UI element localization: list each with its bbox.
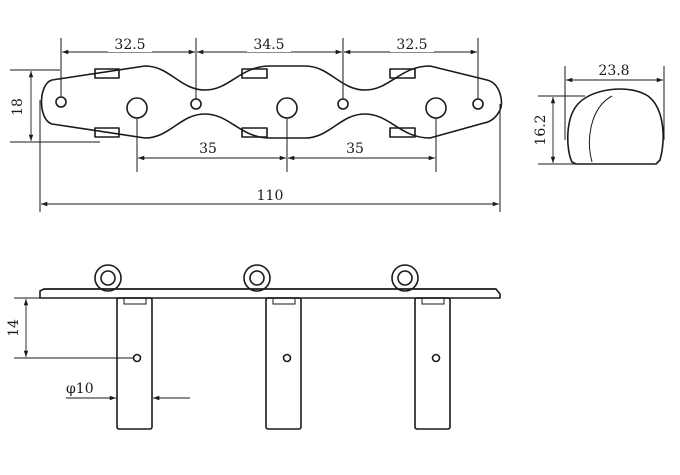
plate-top-view	[40, 65, 503, 139]
dimension-post-diameter: φ10	[66, 381, 190, 401]
dimension-plate-height: 18	[10, 69, 100, 143]
dimension-button-height: 16.2	[533, 95, 585, 165]
dimension-button-width: 23.8	[564, 63, 665, 140]
label-top-spacing-left: 32.5	[114, 37, 145, 53]
button-outline	[566, 88, 664, 165]
post-3	[414, 297, 451, 430]
dimension-post-offset: 14	[6, 297, 134, 359]
slot-top-3	[389, 68, 416, 79]
tuner-button	[566, 88, 664, 165]
dimension-top-spacings: 32.5 34.5 32.5	[60, 36, 479, 99]
label-button-width: 23.8	[598, 63, 629, 79]
slot-bottom-2	[241, 127, 268, 138]
post-hole-1	[126, 97, 148, 119]
post-hole-2	[276, 97, 298, 119]
side-view	[39, 264, 501, 430]
slot-bottom-3	[389, 127, 416, 138]
slot-bottom-1	[94, 127, 120, 138]
label-top-spacing-right: 32.5	[396, 37, 427, 53]
screw-hole-4	[472, 98, 484, 110]
label-post-diameter: φ10	[66, 381, 94, 397]
worm-ring-2	[243, 264, 271, 292]
slot-top-1	[94, 68, 120, 79]
label-top-spacing-middle: 34.5	[253, 37, 284, 53]
dimension-overall-length: 110	[39, 100, 501, 212]
screw-hole-1	[55, 96, 67, 108]
post-hole-3	[425, 97, 447, 119]
slot-top-2	[241, 68, 268, 79]
plate-outline	[40, 65, 503, 139]
screw-hole-3	[337, 98, 349, 110]
label-post-spacing-left: 35	[199, 141, 217, 157]
worm-ring-3	[391, 264, 419, 292]
label-post-spacing-right: 35	[346, 141, 364, 157]
label-overall-length: 110	[257, 188, 284, 204]
label-button-height: 16.2	[533, 114, 549, 145]
dimension-post-spacings: 35 35	[136, 118, 437, 172]
label-post-offset: 14	[6, 319, 22, 337]
worm-ring-1	[94, 264, 122, 292]
post-2	[265, 297, 302, 430]
label-plate-height: 18	[10, 98, 26, 116]
post-1	[116, 297, 153, 430]
screw-hole-2	[190, 98, 202, 110]
